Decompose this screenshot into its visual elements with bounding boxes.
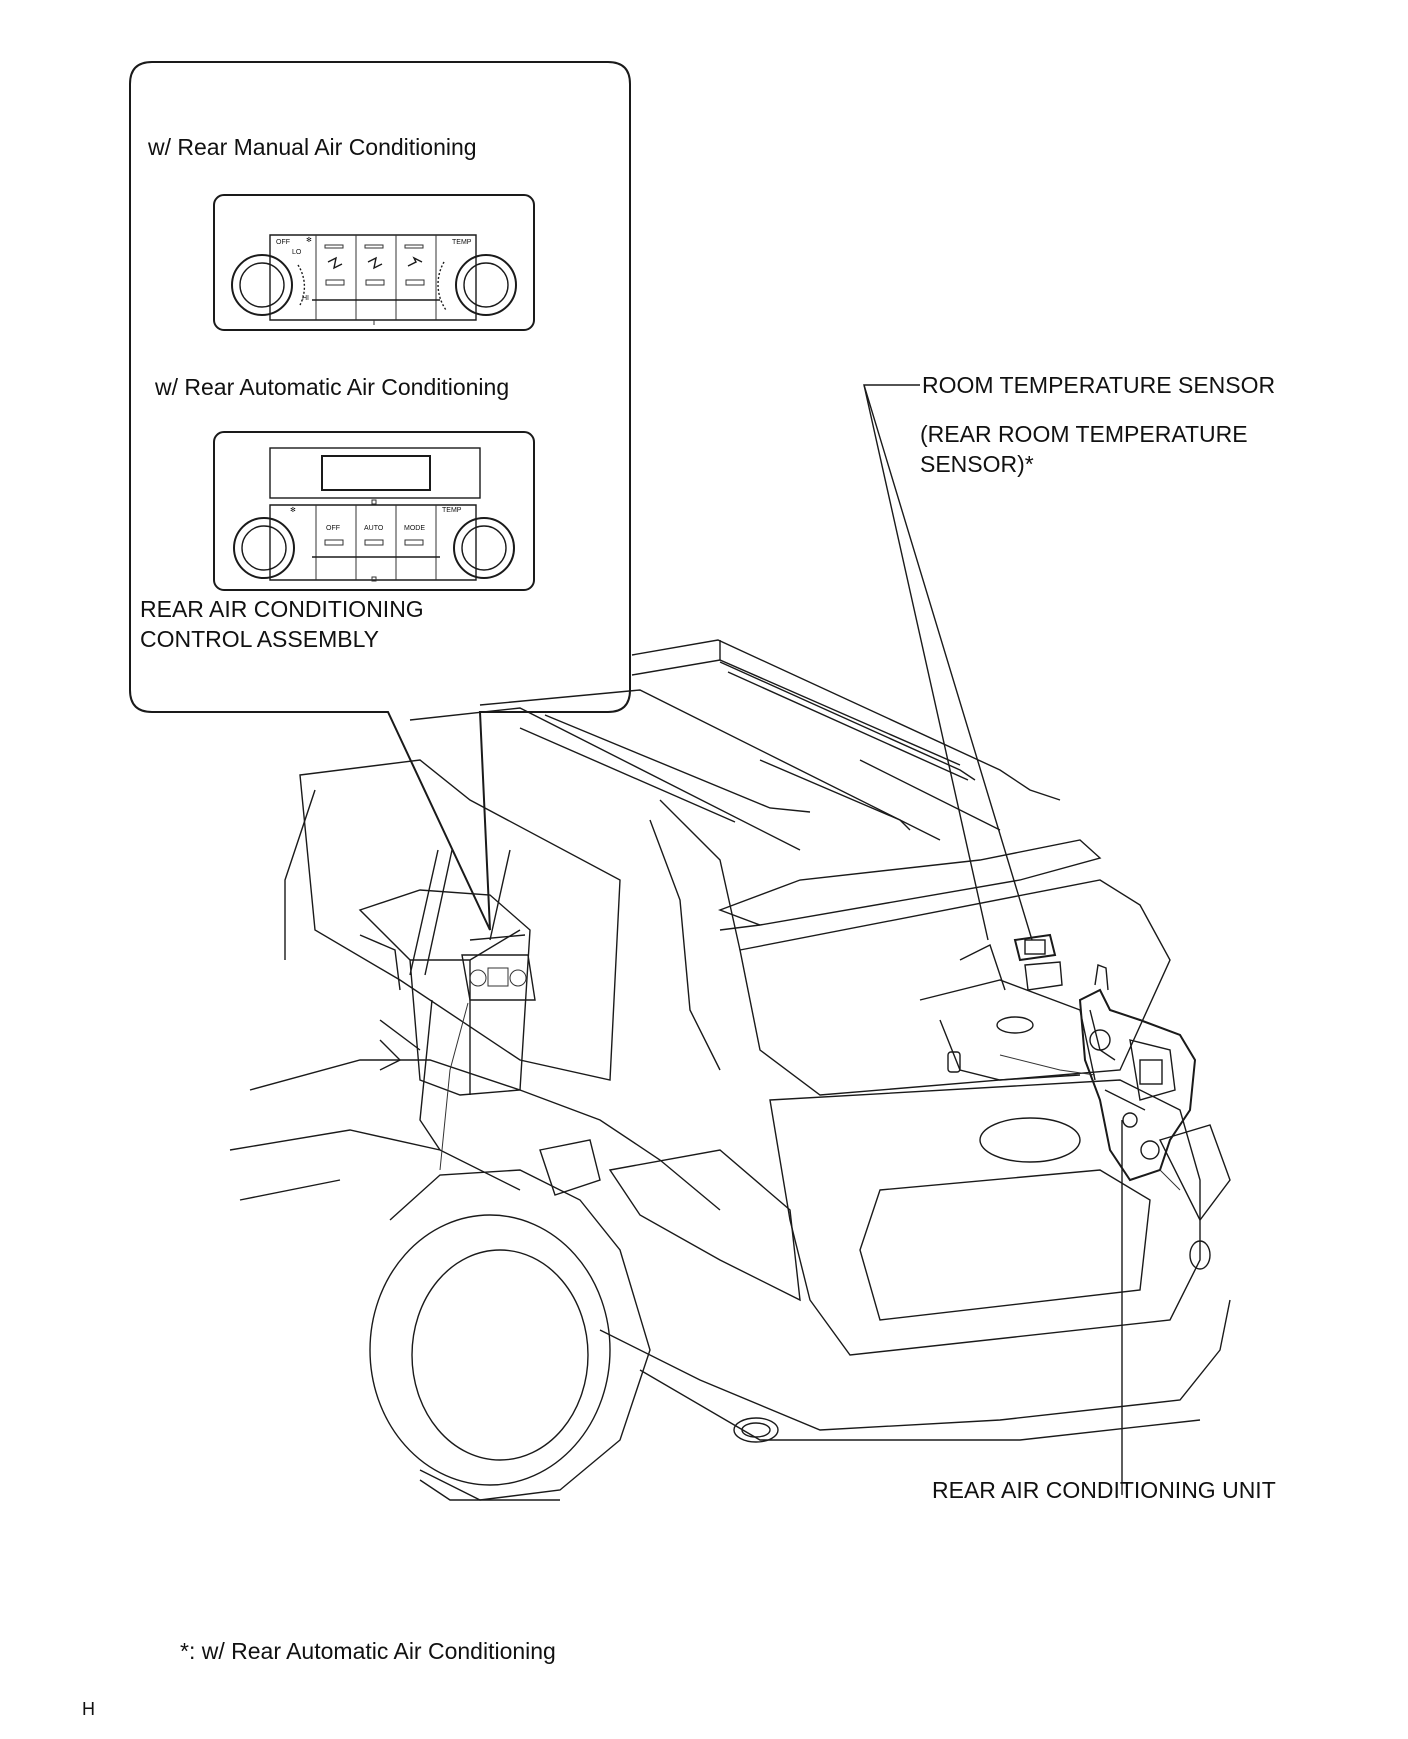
auto-off-label: OFF bbox=[326, 525, 340, 532]
callout-box bbox=[129, 61, 631, 931]
ac-unit-label: REAR AIR CONDITIONING UNIT bbox=[932, 1477, 1276, 1503]
manual-lo-label: LO bbox=[292, 249, 302, 256]
vehicle-drawing bbox=[229, 639, 1231, 1501]
leader-lines bbox=[863, 384, 1123, 1495]
manual-control-panel bbox=[213, 194, 535, 331]
manual-off-label: OFF bbox=[276, 239, 290, 246]
sensor-label-line2: (REAR ROOM TEMPERATURE bbox=[920, 421, 1248, 447]
auto-fan-icon: ✻ bbox=[290, 506, 296, 514]
assembly-label-line1: REAR AIR CONDITIONING bbox=[140, 596, 424, 622]
sensor-label-line1: ROOM TEMPERATURE SENSOR bbox=[922, 372, 1275, 398]
footnote: *: w/ Rear Automatic Air Conditioning bbox=[180, 1638, 556, 1664]
assembly-label-line2: CONTROL ASSEMBLY bbox=[140, 626, 379, 652]
auto-control-panel bbox=[213, 431, 535, 591]
auto-mode-label: MODE bbox=[404, 525, 425, 532]
corner-mark: H bbox=[82, 1699, 95, 1719]
sensor-label-line3: SENSOR)* bbox=[920, 451, 1034, 477]
auto-ac-title: w/ Rear Automatic Air Conditioning bbox=[154, 374, 509, 400]
manual-fan-icon: ✻ bbox=[306, 236, 312, 244]
manual-ac-title: w/ Rear Manual Air Conditioning bbox=[147, 134, 477, 160]
manual-hi-label: HI bbox=[302, 295, 309, 302]
auto-temp-label: TEMP bbox=[442, 507, 462, 514]
auto-auto-label: AUTO bbox=[364, 525, 384, 532]
manual-temp-label: TEMP bbox=[452, 239, 472, 246]
